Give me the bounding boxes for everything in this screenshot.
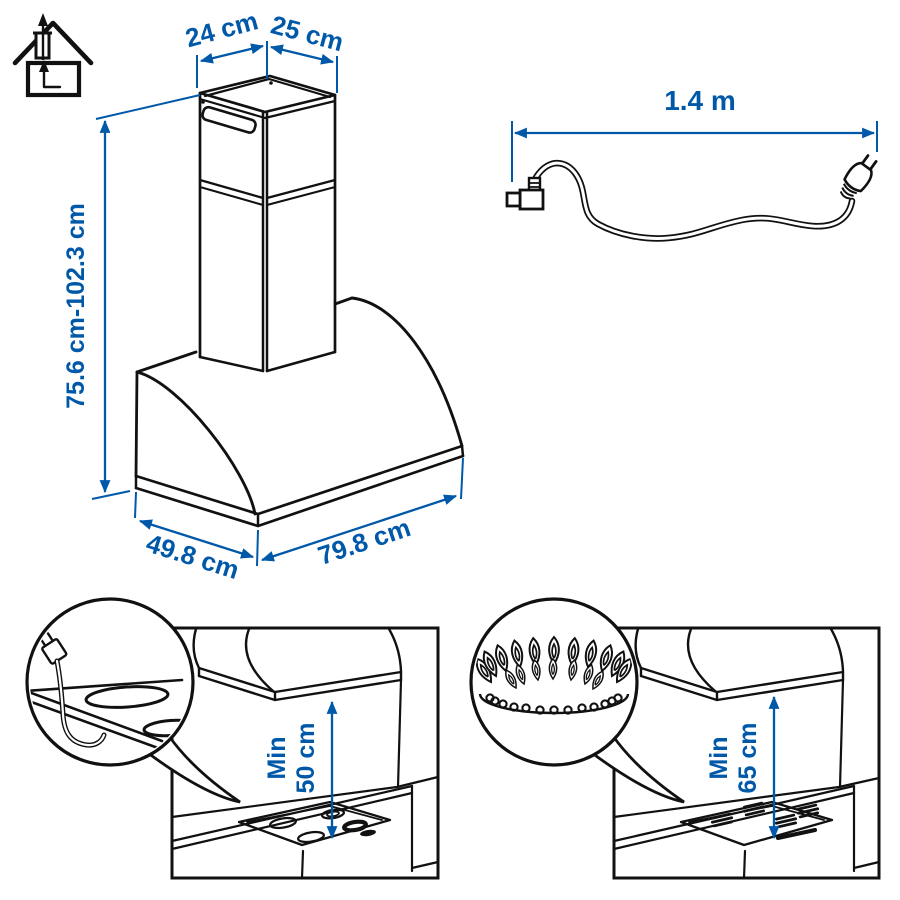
plug-pins (860, 154, 878, 171)
electric-clearance-panel: Min 50 cm (25, 597, 440, 880)
duct-width-dimension-label: 24 cm (182, 5, 261, 53)
airflow-arrow (42, 68, 62, 89)
balloon-tail (591, 735, 685, 804)
electric-min-label: Min (263, 736, 291, 779)
dome-front-arc (350, 296, 464, 448)
house-body (25, 60, 82, 98)
detail-balloon (469, 597, 639, 767)
canopy-drawing (192, 627, 403, 702)
burner-holes (485, 693, 623, 715)
duct-top-opening (198, 74, 337, 114)
screw-dot (201, 100, 205, 104)
electric-clearance-value: 50 cm (292, 723, 320, 794)
dome-side-arc (135, 370, 257, 516)
cord-cable (530, 159, 856, 242)
burner (360, 829, 376, 837)
screw-dot (269, 81, 273, 85)
hood-isometric-drawing (134, 74, 465, 528)
wall-plug (839, 154, 878, 200)
burner (268, 816, 298, 830)
duct-vent-slot (201, 105, 257, 134)
balloon-tail (147, 735, 241, 804)
electric-hob-detail (30, 632, 190, 750)
gas-clearance-panel: Min 65 cm (469, 597, 881, 880)
counter-drawing (170, 678, 440, 880)
appliance-connector (505, 176, 545, 211)
gas-min-label: Min (705, 736, 733, 779)
gas-flame-detail (474, 636, 634, 715)
base-depth-dimension-label: 49.8 cm (143, 528, 243, 585)
dangling-plug (39, 632, 68, 665)
canopy-drawing (634, 627, 845, 702)
burner (342, 819, 368, 833)
power-cord-drawing: 1.4 m (505, 85, 878, 242)
height-range-dimension-label: 75.6 cm-102.3 cm (62, 203, 90, 409)
cord-length-dimension-label: 1.4 m (664, 85, 736, 116)
house-exhaust-vent-icon (12, 13, 94, 98)
base-width-dimension-label: 79.8 cm (314, 512, 414, 571)
hotplate-ring (84, 685, 170, 709)
burner (296, 830, 326, 844)
gas-clearance-value: 65 cm (734, 723, 762, 794)
duct-seam (198, 178, 337, 200)
